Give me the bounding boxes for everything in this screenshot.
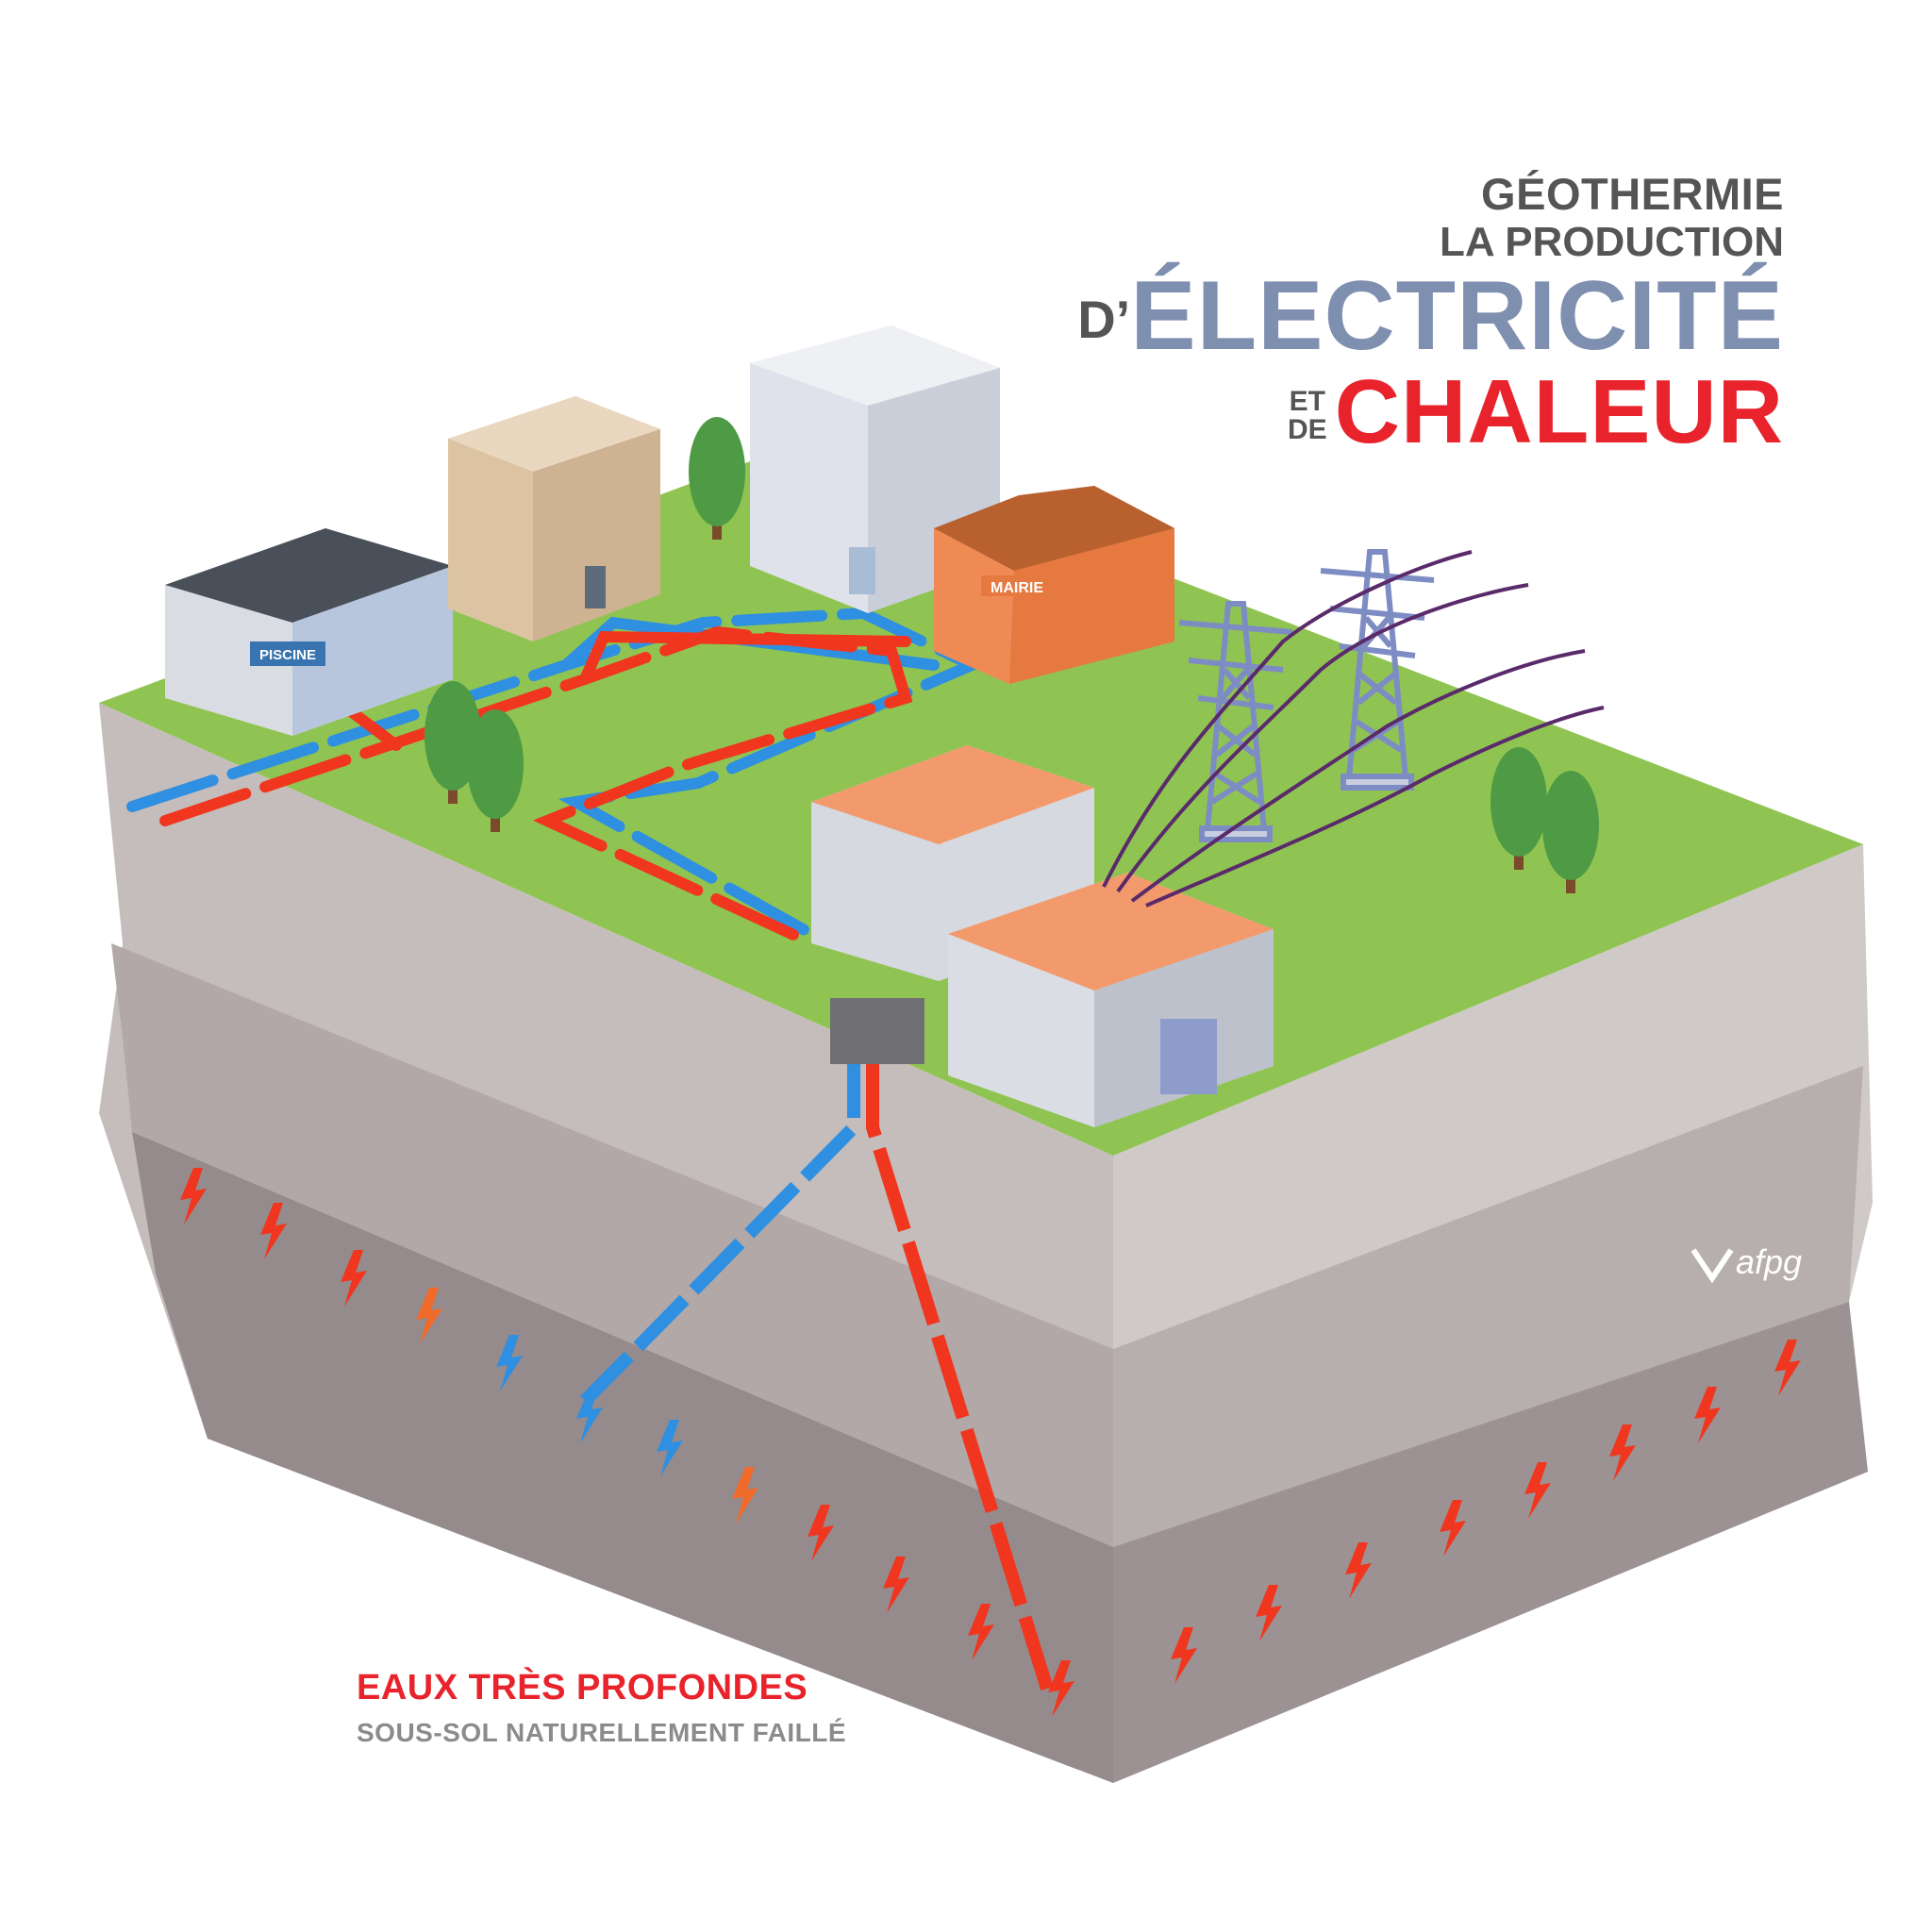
bottom-labels: EAUX TRÈS PROFONDES SOUS-SOL NATURELLEME… — [357, 1668, 846, 1748]
bottom-sub-label: SOUS-SOL NATURELLEMENT FAILLÉ — [357, 1718, 847, 1747]
town-hall-sign — [981, 575, 1053, 596]
title-de: DE — [1288, 414, 1327, 445]
town-hall-sign-label: MAIRIE — [991, 580, 1043, 596]
soil-right-band-mid — [1113, 1066, 1863, 1547]
title-line1: GÉOTHERMIE — [1481, 169, 1784, 219]
geothermal-plant — [811, 745, 1274, 1127]
town-hall: MAIRIE — [934, 486, 1174, 684]
soil-left-band-mid — [111, 943, 1113, 1547]
title-prefix-d: D’ — [1077, 290, 1131, 349]
wellhead-box — [830, 998, 924, 1064]
cold-injection-well — [580, 1052, 860, 1406]
soil-left-band-deep — [132, 1132, 1113, 1783]
title-chaleur: CHALEUR — [1334, 361, 1784, 462]
afpg-logo: afpg — [1690, 1242, 1802, 1284]
hot-production-well — [866, 1052, 1054, 1691]
afpg-logo-text: afpg — [1736, 1242, 1802, 1281]
pool-sign-label: PISCINE — [259, 647, 316, 663]
power-lines — [1102, 550, 1605, 908]
soil-right-band-deep — [1113, 1302, 1868, 1783]
pool-building: PISCINE — [165, 528, 453, 736]
apartment-building-beige — [448, 396, 660, 641]
title-block: GÉOTHERMIE LA PRODUCTION D’ÉLECTRICITÉ E… — [1077, 172, 1784, 458]
title-row-electricite: D’ÉLECTRICITÉ — [1077, 267, 1784, 365]
title-electricite: ÉLECTRICITÉ — [1130, 261, 1784, 371]
bottom-main-label: EAUX TRÈS PROFONDES — [357, 1668, 808, 1707]
title-line2: LA PRODUCTION — [1439, 219, 1784, 265]
title-et: ET — [1289, 386, 1326, 417]
pool-sign — [250, 641, 325, 666]
